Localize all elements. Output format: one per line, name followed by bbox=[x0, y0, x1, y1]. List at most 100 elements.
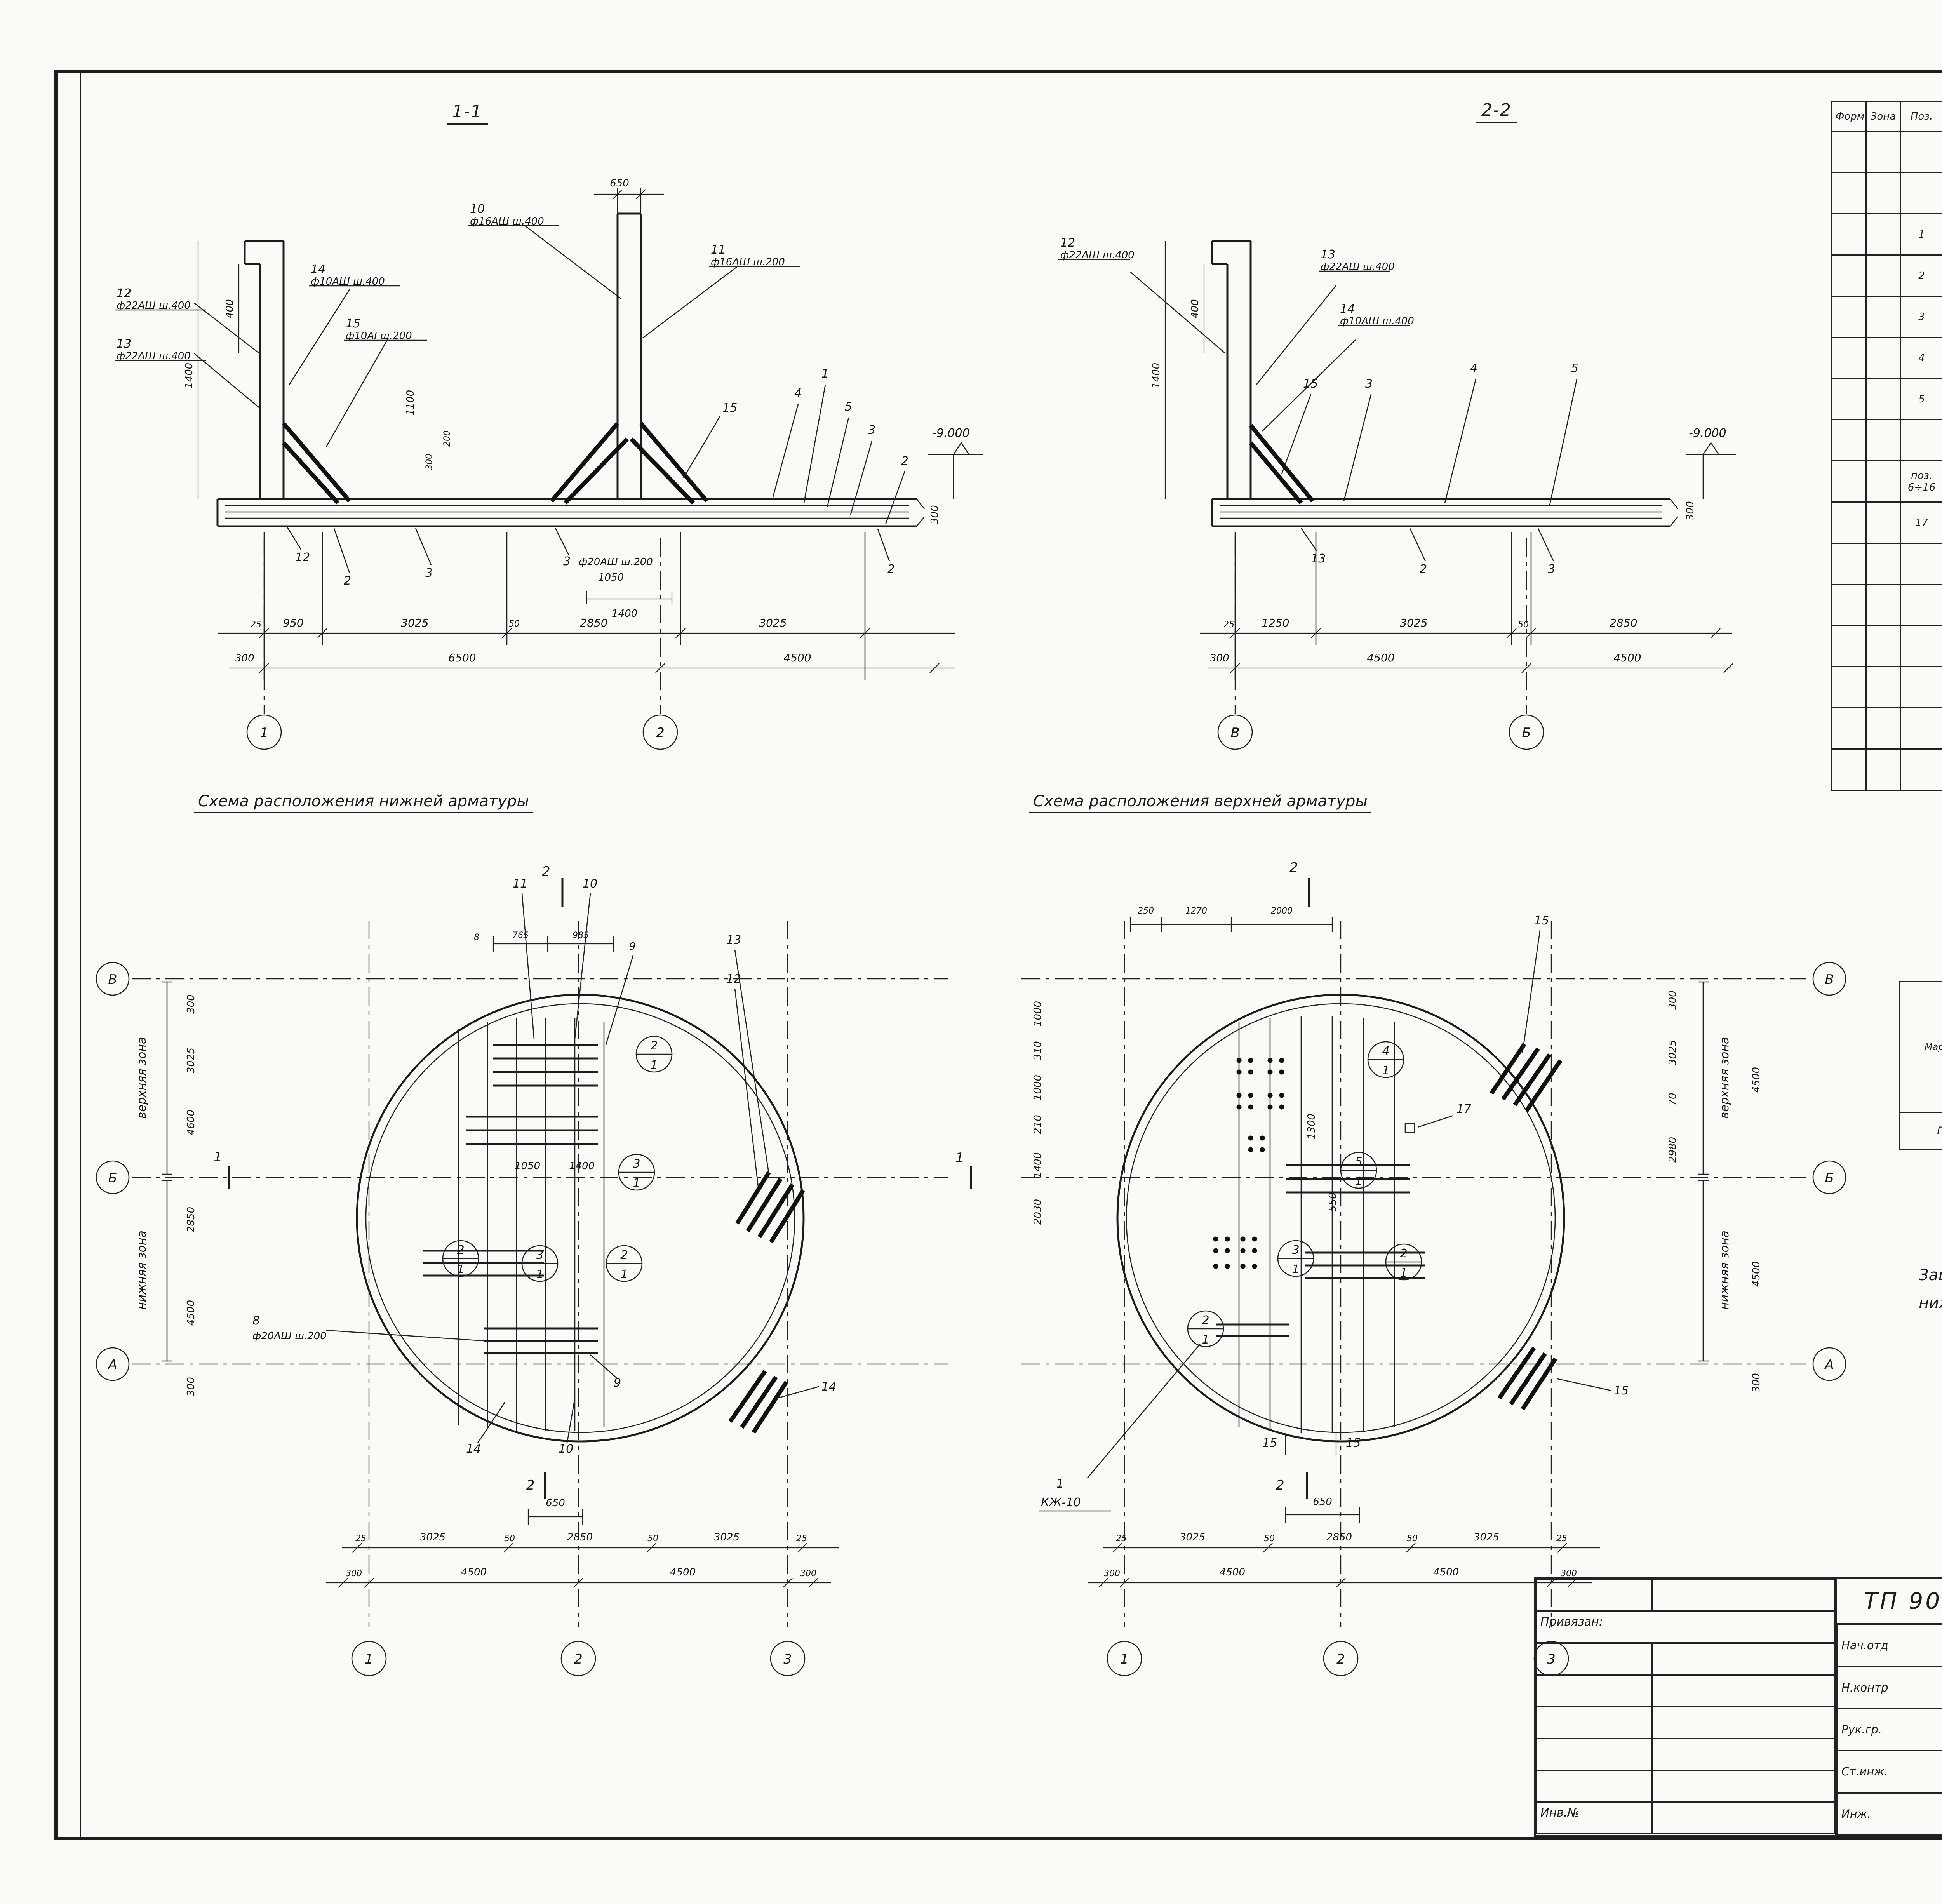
steel-table: Марка эл-та Арматурные изделия Всего Арм… bbox=[1899, 981, 1942, 1150]
dim-label: 300 bbox=[185, 994, 197, 1014]
axis-markers-right: В Б А bbox=[1812, 962, 1846, 1381]
bar-number: 2 bbox=[1420, 562, 1427, 576]
dim-label: 1270 bbox=[1185, 906, 1207, 916]
bar-mark-number: 12 bbox=[117, 287, 131, 300]
axis-marker-b: Б bbox=[1509, 538, 1544, 750]
zone-labels: верхняя зона нижняя зона bbox=[1698, 981, 1731, 1362]
stamp-cell bbox=[1652, 1770, 1835, 1802]
dim-label: 300 bbox=[425, 454, 434, 470]
dim-label: 1400 bbox=[1032, 1152, 1044, 1178]
stamp-cell bbox=[1536, 1643, 1652, 1675]
table-row: Бетон марки М200; В421.5м³ bbox=[1831, 666, 1942, 708]
bar-number: 15 bbox=[1534, 914, 1549, 928]
bar-number: 8 bbox=[474, 933, 479, 942]
bar-number: 4 bbox=[794, 386, 802, 400]
wall-middle bbox=[616, 212, 642, 499]
dim-label: 70 bbox=[1667, 1093, 1679, 1105]
bar-mark-number: 10 bbox=[470, 202, 485, 216]
cell-pos: 2 bbox=[1900, 254, 1942, 297]
layer-numbers: 4 1 5 3 2 12 2 3 2 bbox=[295, 367, 908, 588]
cell-pos: 17 bbox=[1900, 501, 1942, 544]
axis-markers-bottom: 1 2 3 bbox=[1107, 1641, 1569, 1676]
dim-label: 25 bbox=[355, 1534, 366, 1544]
dim-label: 300 bbox=[346, 1569, 362, 1579]
role-label: Ст.инж. bbox=[1837, 1751, 1942, 1793]
dim-label: 1400 bbox=[183, 363, 195, 388]
slab bbox=[216, 498, 925, 527]
dim-label: 3025 bbox=[714, 1532, 740, 1543]
bar-spec: ф10АШ ш.400 bbox=[311, 276, 385, 287]
item-sheet: 1 bbox=[1202, 1333, 1209, 1347]
callout-15: 15 ф10АI ш.200 15 bbox=[346, 317, 737, 415]
grid-axes bbox=[1021, 921, 1806, 1627]
bent-bar-clusters bbox=[1490, 1043, 1563, 1411]
dim-row-2: 300 6500 4500 bbox=[229, 651, 955, 673]
dim-label: 50 bbox=[504, 1534, 515, 1544]
table-row: 3то жеС 10АШ-200/6АI-600 2950х9050 25/25… bbox=[1831, 296, 1942, 338]
dim-label: 650 bbox=[546, 1497, 565, 1509]
stamp-cell bbox=[1536, 1770, 1652, 1802]
item-mark-1: 2 1 bbox=[635, 1036, 673, 1073]
item-number: 2 bbox=[620, 1248, 628, 1262]
item-mark-4: 3 1 bbox=[521, 1245, 559, 1282]
axis-label: 1 bbox=[365, 1652, 373, 1667]
bar-mark-number: 15 bbox=[722, 401, 737, 415]
item-sheet: 1 bbox=[633, 1177, 640, 1190]
axis-label: Б bbox=[108, 1170, 117, 1186]
bar-spec: ф16АШ ш.200 bbox=[711, 256, 785, 268]
col-header: Зона bbox=[1865, 101, 1901, 132]
stamp-cell bbox=[1652, 1707, 1835, 1739]
dim-label: 4500 bbox=[461, 1566, 487, 1578]
dim-label: 300 bbox=[1667, 990, 1679, 1010]
slab bbox=[1211, 498, 1679, 527]
dim-label: 6500 bbox=[448, 651, 476, 664]
title-block-left: Привязан: Инв.№ bbox=[1536, 1579, 1837, 1835]
dim-label: 50 bbox=[1518, 620, 1529, 630]
axis-label: В bbox=[1825, 972, 1834, 987]
role-label: Рук.гр. bbox=[1837, 1708, 1942, 1751]
bar-spec: ф16АШ ш.400 bbox=[470, 216, 544, 227]
bottom-callouts: 14 9 10 2 650 bbox=[466, 1354, 621, 1525]
wall-left bbox=[1211, 240, 1252, 499]
item-number: 3 bbox=[536, 1248, 543, 1262]
bar-number: 15 bbox=[1346, 1436, 1361, 1450]
axis-label: В bbox=[108, 972, 117, 987]
dim-row-1: 25 3025 50 2850 50 3025 25 bbox=[342, 1532, 839, 1553]
dim-label: 300 bbox=[929, 505, 941, 524]
dim-650: 650 bbox=[594, 178, 664, 214]
stamp-cell bbox=[1652, 1643, 1835, 1675]
zone-labels: верхняя зона нижняя зона bbox=[135, 981, 172, 1362]
item-mark-2: 5 1 bbox=[1340, 1152, 1377, 1189]
stamp-cell bbox=[1652, 1579, 1835, 1611]
axis-label: А bbox=[107, 1357, 117, 1373]
callout-12: 12 ф22АШ ш.400 bbox=[1060, 236, 1135, 261]
dim-label: 25 bbox=[1556, 1534, 1567, 1544]
dim-label: 4500 bbox=[1751, 1261, 1762, 1287]
cell-pos bbox=[1900, 748, 1942, 791]
section-1-1-title: 1-1 bbox=[447, 102, 488, 125]
table-row bbox=[1831, 625, 1942, 667]
axis-label: А bbox=[1824, 1357, 1834, 1373]
bar-mark-number: 11 bbox=[711, 243, 726, 257]
layer-numbers: 15 3 4 5 13 2 3 bbox=[1303, 362, 1578, 576]
bar-number: 9 bbox=[629, 941, 636, 952]
bar-mark-number: 12 bbox=[1060, 236, 1075, 250]
dim-label: 1400 bbox=[612, 608, 637, 620]
dim-row-2: 300 4500 4500 300 bbox=[326, 1566, 831, 1588]
cell-pos: 5 bbox=[1900, 378, 1942, 420]
frame-mark: КЖ-10 bbox=[1041, 1496, 1081, 1509]
dim-label: 4500 bbox=[1433, 1566, 1459, 1578]
zone-label: верхняя зона bbox=[135, 1037, 149, 1119]
bar-number: 3 bbox=[1548, 562, 1555, 576]
dim-label: 4500 bbox=[1751, 1067, 1762, 1093]
item-sheet: 1 bbox=[1355, 1175, 1362, 1188]
table-row: 4"С 16АШ-200/6АI-600 3050х8550 75/152 bbox=[1831, 337, 1942, 379]
cell-pos: 1 bbox=[1900, 213, 1942, 256]
dim-label: 985 bbox=[573, 931, 589, 940]
bar-number: 14 bbox=[821, 1380, 836, 1394]
bar-number: 1 bbox=[821, 367, 829, 381]
callout-14: 14 ф10АШ ш.400 bbox=[1340, 302, 1414, 327]
section-1-1-drawing: 12 ф22АШ ш.400 13 ф22АШ ш.400 14 ф10АШ ш… bbox=[115, 178, 983, 750]
bar-spec: ф22АШ ш.400 bbox=[117, 350, 191, 362]
zone-label: нижняя зона bbox=[1718, 1230, 1731, 1310]
